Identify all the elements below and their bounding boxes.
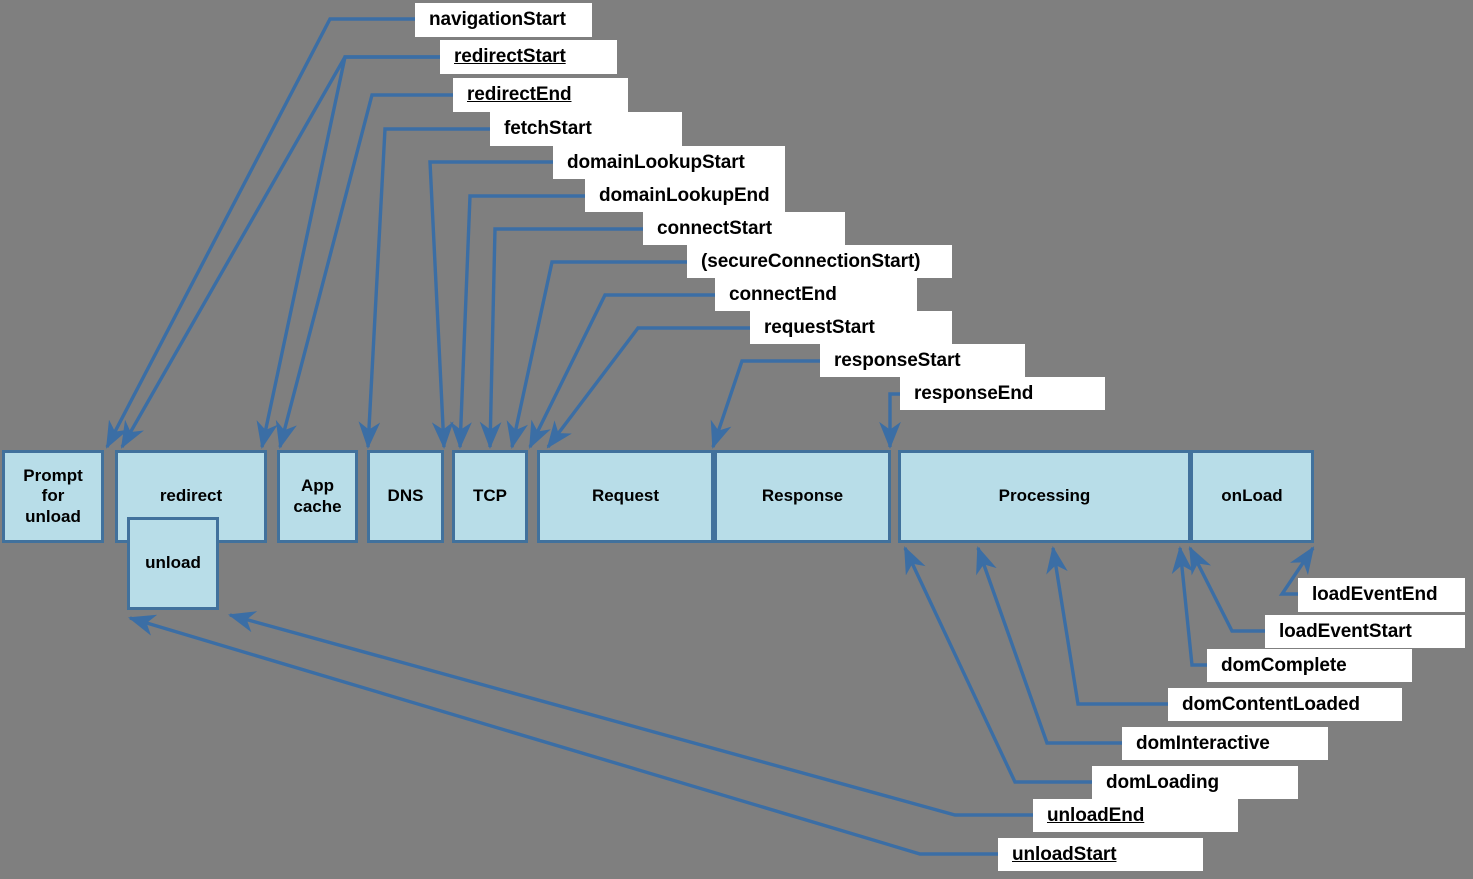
milestone-label-connectEnd[interactable]: connectEnd bbox=[715, 278, 917, 311]
connector-redirectStart-to-redirect bbox=[256, 55, 440, 449]
milestone-label-domainLookupStart[interactable]: domainLookupStart bbox=[553, 146, 785, 179]
milestone-label-text: domainLookupEnd bbox=[599, 184, 770, 206]
milestone-label-fetchStart[interactable]: fetchStart bbox=[490, 112, 682, 146]
connector-connectStart-to-tcp bbox=[479, 227, 643, 450]
phase-box-prompt-for-unload[interactable]: Prompt for unload bbox=[2, 450, 104, 543]
milestone-label-secureConnectionStart[interactable]: (secureConnectionStart) bbox=[687, 245, 952, 278]
milestone-label-domainLookupEnd[interactable]: domainLookupEnd bbox=[585, 179, 785, 212]
phase-box-tcp[interactable]: TCP bbox=[452, 450, 528, 543]
connector-connectEnd-to-tcp bbox=[528, 293, 715, 449]
milestone-label-text: responseStart bbox=[834, 349, 961, 371]
connector-domComplete-to-processing bbox=[1171, 545, 1207, 667]
connector-loadEventStart-to-onload bbox=[1188, 546, 1265, 633]
milestone-label-connectStart[interactable]: connectStart bbox=[643, 212, 845, 245]
milestone-label-loadEventEnd[interactable]: loadEventEnd bbox=[1298, 578, 1465, 612]
milestone-label-text: requestStart bbox=[764, 316, 875, 338]
connector-domLoading-to-processing bbox=[903, 546, 1092, 784]
connector-requestStart-to-request bbox=[546, 326, 750, 449]
milestone-label-text: domComplete bbox=[1221, 654, 1347, 676]
milestone-label-text: redirectStart bbox=[454, 46, 566, 67]
milestone-label-redirectStart[interactable]: redirectStart bbox=[440, 40, 617, 74]
connector-fetchStart-to-appcache bbox=[358, 127, 490, 450]
connector-unloadStart-to-unload bbox=[128, 614, 998, 856]
milestone-label-text: responseEnd bbox=[914, 382, 1034, 404]
milestone-label-text: unloadStart bbox=[1012, 843, 1117, 865]
milestone-label-responseStart[interactable]: responseStart bbox=[820, 344, 1025, 377]
milestone-label-redirectEnd[interactable]: redirectEnd bbox=[453, 78, 628, 112]
milestone-label-responseEnd[interactable]: responseEnd bbox=[900, 377, 1105, 410]
phase-box-unload[interactable]: unload bbox=[127, 517, 219, 610]
connector-responseStart-to-response bbox=[710, 359, 820, 449]
milestone-label-text: navigationStart bbox=[429, 9, 566, 30]
milestone-label-text: loadEventEnd bbox=[1312, 584, 1438, 605]
connector-redirectEnd-to-redirect bbox=[275, 93, 453, 449]
milestone-label-requestStart[interactable]: requestStart bbox=[750, 311, 952, 344]
milestone-label-domComplete[interactable]: domComplete bbox=[1207, 649, 1412, 682]
phase-box-response[interactable]: Response bbox=[714, 450, 891, 543]
phase-box-processing[interactable]: Processing bbox=[898, 450, 1191, 543]
connector-navigationStart-to-prompt bbox=[105, 17, 415, 449]
milestone-label-domLoading[interactable]: domLoading bbox=[1092, 766, 1298, 799]
milestone-label-text: domInteractive bbox=[1136, 732, 1270, 754]
connector-responseEnd-to-processing bbox=[879, 392, 901, 450]
milestone-label-navigationStart[interactable]: navigationStart bbox=[415, 3, 592, 37]
connector-domainLookupStart-to-dns bbox=[428, 160, 553, 450]
milestone-label-text: (secureConnectionStart) bbox=[701, 250, 921, 272]
milestone-label-text: connectStart bbox=[657, 217, 772, 239]
phase-box-request[interactable]: Request bbox=[537, 450, 714, 543]
milestone-label-text: redirectEnd bbox=[467, 84, 572, 105]
connector-domainLookupEnd-to-dns bbox=[450, 194, 585, 450]
milestone-label-text: domLoading bbox=[1106, 771, 1219, 793]
phase-box-app-cache[interactable]: App cache bbox=[277, 450, 358, 543]
phase-box-dns[interactable]: DNS bbox=[367, 450, 444, 543]
milestone-label-unloadEnd[interactable]: unloadEnd bbox=[1033, 799, 1238, 832]
milestone-label-text: connectEnd bbox=[729, 283, 837, 305]
milestone-label-text: loadEventStart bbox=[1279, 620, 1412, 642]
milestone-label-text: domainLookupStart bbox=[567, 151, 745, 173]
milestone-label-loadEventStart[interactable]: loadEventStart bbox=[1265, 615, 1465, 648]
phase-box-onload[interactable]: onLoad bbox=[1190, 450, 1314, 543]
connector-domContentLoaded-to-processing bbox=[1046, 545, 1168, 706]
connector-secureConnectionStart-to-tcp bbox=[506, 260, 687, 449]
connector-domInteractive-to-processing bbox=[976, 546, 1122, 745]
milestone-label-unloadStart[interactable]: unloadStart bbox=[998, 838, 1203, 871]
milestone-label-domContentLoaded[interactable]: domContentLoaded bbox=[1168, 688, 1402, 721]
connector-unloadEnd-to-unload bbox=[228, 611, 1033, 817]
milestone-label-domInteractive[interactable]: domInteractive bbox=[1122, 727, 1328, 760]
milestone-label-text: fetchStart bbox=[504, 118, 592, 139]
milestone-label-text: unloadEnd bbox=[1047, 804, 1145, 826]
connector-redirectStart-to-prompt bbox=[120, 55, 440, 449]
milestone-label-text: domContentLoaded bbox=[1182, 693, 1360, 715]
